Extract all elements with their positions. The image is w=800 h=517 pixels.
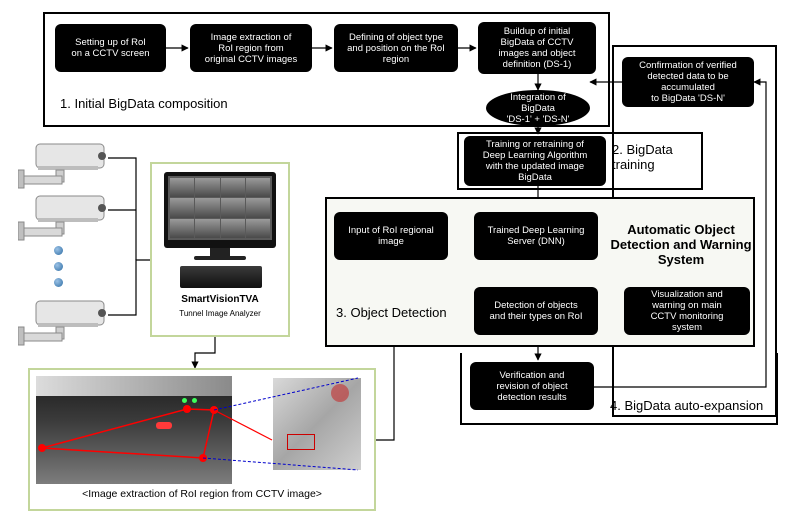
step-define-object: Defining of object type and position on … <box>334 24 458 72</box>
dnn-server-node: Trained Deep Learning Server (DNN) <box>474 212 598 260</box>
ellipsis-dot-icon <box>54 278 63 287</box>
input-roi-node: Input of RoI regional image <box>334 212 448 260</box>
detection-node: Detection of objects and their types on … <box>474 287 598 335</box>
section3-title: Automatic Object Detection and Warning S… <box>610 222 752 267</box>
section4-frame <box>460 353 778 425</box>
step-setup-roi: Setting up of RoI on a CCTV screen <box>55 24 166 72</box>
section2-frame <box>457 132 703 190</box>
analyzer-subtitle: Tunnel Image Analyzer <box>179 309 261 318</box>
arrow-analyzer-image <box>191 337 216 369</box>
monitor-icon <box>164 172 276 248</box>
integration-oval: Integration of BigData 'DS-1' + 'DS-N' <box>486 90 590 126</box>
cctv-camera-icon <box>17 297 108 352</box>
visualization-node: Visualization and warning on main CCTV m… <box>624 287 750 335</box>
cctv-camera-icon <box>17 192 108 247</box>
arrow-verification-confirmation <box>594 78 767 388</box>
monitor-stand <box>210 248 230 256</box>
verification-node: Verification and revision of object dete… <box>470 362 594 410</box>
tunnel-photo <box>36 376 232 484</box>
image-caption: <Image extraction of RoI region from CCT… <box>82 488 322 500</box>
camera-line-3 <box>108 259 150 316</box>
step-buildup-bigdata: Buildup of initial BigData of CCTV image… <box>478 22 596 74</box>
image-extraction-panel: <Image extraction of RoI region from CCT… <box>28 368 376 511</box>
analyzer-panel: SmartVisionTVA Tunnel Image Analyzer <box>150 162 290 337</box>
roi-zoom-photo <box>273 378 361 470</box>
section3-label: 3. Object Detection <box>336 305 447 320</box>
training-node: Training or retraining of Deep Learning … <box>464 136 606 186</box>
section1-label: 1. Initial BigData composition <box>60 96 228 111</box>
camera-line-1 <box>108 157 137 260</box>
monitor-base <box>194 256 246 260</box>
confirmation-node: Confirmation of verified detected data t… <box>622 57 754 107</box>
analyzer-name: SmartVisionTVA <box>181 294 259 305</box>
server-icon <box>180 266 262 288</box>
section4-label: 4. BigData auto-expansion <box>610 398 764 413</box>
monitor-screen <box>168 176 272 240</box>
section1-frame <box>43 12 610 127</box>
step-image-extraction: Image extraction of RoI region from orig… <box>190 24 312 72</box>
cctv-camera-icon <box>17 140 108 195</box>
section2-label: 2. BigData training <box>612 142 673 172</box>
ellipsis-dot-icon <box>54 262 63 271</box>
ellipsis-dot-icon <box>54 246 63 255</box>
